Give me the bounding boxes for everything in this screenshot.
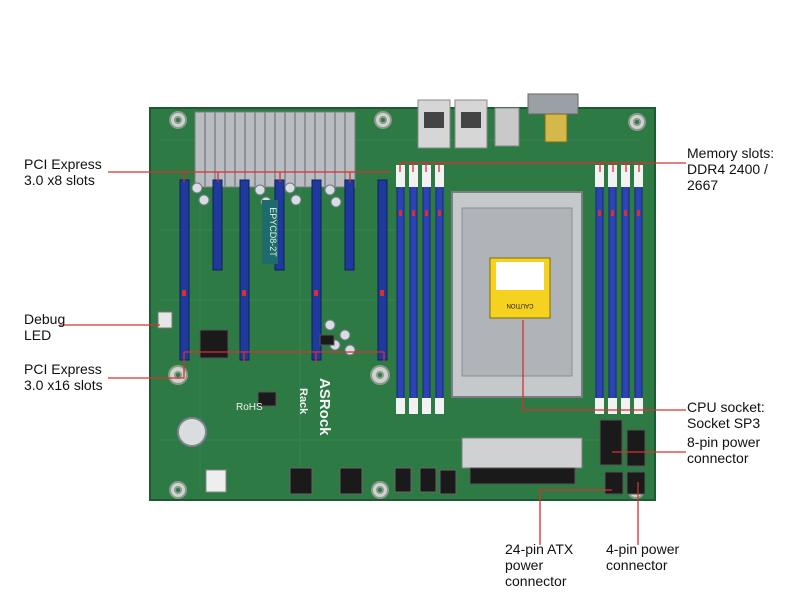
pcie-x16-label: PCI Express 3.0 x16 slots <box>24 361 103 393</box>
sata-connectors <box>289 467 457 495</box>
pcie-slot-7 <box>377 179 388 361</box>
pcie-slot-2 <box>212 179 223 271</box>
pcie-x8-label: PCI Express 3.0 x8 slots <box>24 156 102 188</box>
svg-text:Rack: Rack <box>297 388 309 415</box>
svg-text:CAUTION: CAUTION <box>507 302 534 308</box>
atx-24pin-connector <box>461 437 583 485</box>
cpu-socket: CAUTION <box>451 191 583 398</box>
model-silkscreen: EPYCD8-2T <box>262 200 278 264</box>
fan-header <box>205 469 227 493</box>
chips <box>199 329 335 407</box>
pcie-slot-5 <box>311 179 322 361</box>
pcie-slot-3 <box>239 179 250 361</box>
svg-text:EPYCD8-2T: EPYCD8-2T <box>268 207 278 257</box>
svg-text:RoHS: RoHS <box>236 402 263 413</box>
callout-lines <box>60 162 686 545</box>
debug-led-label: Debug LED <box>24 311 66 343</box>
cmos-battery <box>177 417 207 447</box>
cpu-socket-label: CPU socket: Socket SP3 <box>687 399 765 431</box>
power-8pin-label: 8-pin power connector <box>687 434 761 466</box>
mounting-holes <box>168 111 646 499</box>
atx-24pin-label: 24-pin ATX power connector <box>505 541 574 589</box>
chipset-heatsink <box>194 111 356 188</box>
pcie-slot-1 <box>179 179 190 361</box>
power-connectors-small <box>599 419 646 495</box>
brand-silkscreen: ASRock Rack RoHS <box>236 378 333 436</box>
memory-slots-label: Memory slots: DDR4 2400 / 2667 <box>687 145 775 193</box>
rear-io-ports <box>417 93 579 149</box>
pcie-slot-6 <box>344 179 355 271</box>
svg-text:ASRock: ASRock <box>316 378 333 436</box>
debug-led <box>157 311 173 329</box>
power-4pin-label: 4-pin power connector <box>606 541 680 573</box>
